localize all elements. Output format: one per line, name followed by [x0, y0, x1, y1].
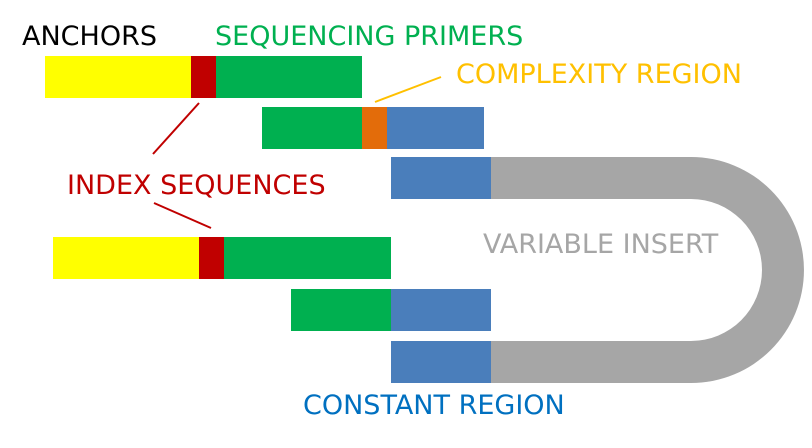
complexity-segment: [362, 107, 387, 149]
sequencing-primers-label: SEQUENCING PRIMERS: [215, 21, 523, 52]
anchors-label: ANCHORS: [22, 21, 157, 52]
index-segment-bottom: [199, 237, 224, 279]
constant-segment-row6: [391, 341, 491, 383]
constant-segment-row3: [391, 157, 491, 199]
index-leader-line-bottom: [153, 202, 212, 229]
index-segment-top: [191, 56, 216, 98]
primer-segment-row2: [262, 107, 362, 149]
anchor-segment-bottom: [53, 237, 199, 279]
variable-insert-label: VARIABLE INSERT: [483, 229, 719, 260]
constant-region-label: CONSTANT REGION: [303, 390, 565, 421]
constant-segment-row2: [387, 107, 484, 149]
anchor-segment-top: [45, 56, 191, 98]
complexity-region-label: COMPLEXITY REGION: [456, 59, 742, 90]
variable-insert-loop: [491, 157, 804, 383]
index-sequences-label: INDEX SEQUENCES: [67, 170, 326, 201]
index-leader-line-top: [152, 102, 200, 155]
constant-segment-row5: [391, 289, 491, 331]
primer-segment-top: [216, 56, 362, 98]
complexity-leader-line: [374, 76, 442, 103]
primer-segment-row5: [291, 289, 391, 331]
primer-segment-bottom: [224, 237, 391, 279]
